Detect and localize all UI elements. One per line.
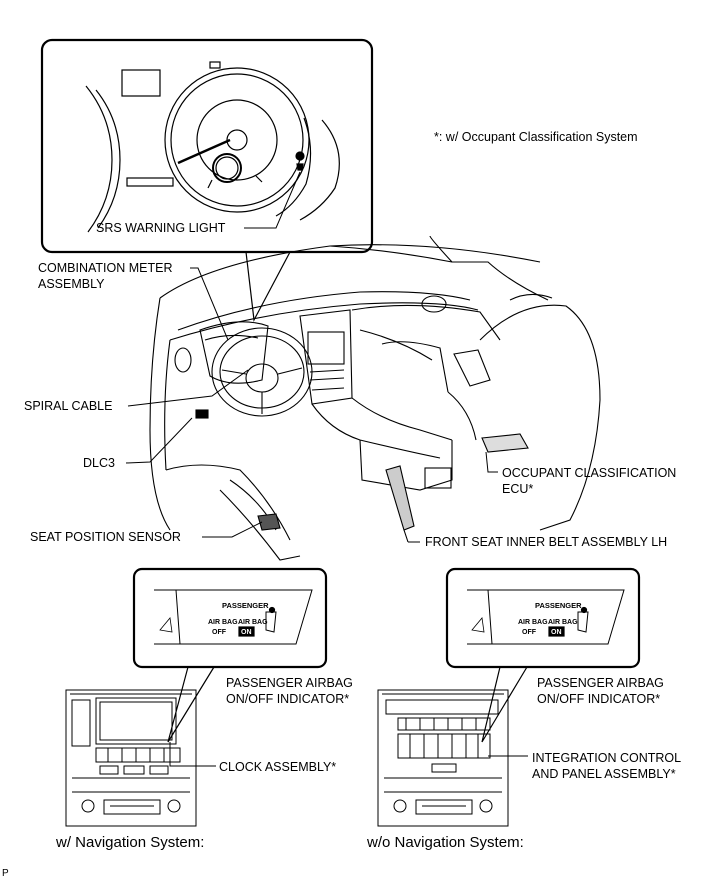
indicator-left-passenger: PASSENGER — [222, 601, 269, 610]
occupant-ecu-label-line1: OCCUPANT CLASSIFICATION — [502, 466, 677, 480]
with-navigation-caption: w/ Navigation System: — [56, 834, 205, 851]
integration-panel-label-line2: AND PANEL ASSEMBLY* — [532, 767, 676, 781]
passenger-airbag-right-label-line2: ON/OFF INDICATOR* — [537, 692, 661, 706]
spiral-cable-label: SPIRAL CABLE — [24, 399, 113, 413]
leader-lines — [125, 267, 498, 543]
seat-position-sensor-label: SEAT POSITION SENSOR — [30, 530, 181, 544]
indicator-right-off: OFF — [522, 629, 536, 636]
center-panel-without-navigation — [377, 689, 509, 827]
indicator-right-pointer — [481, 666, 528, 743]
srs-warning-light-label: SRS WARNING LIGHT — [96, 221, 226, 235]
indicator-right-passenger: PASSENGER — [535, 601, 582, 610]
indicator-left-on: ON — [241, 629, 252, 636]
indicator-left-pointer — [167, 666, 215, 743]
integration-panel-label-line1: INTEGRATION CONTROL — [532, 751, 682, 765]
indicator-left-airbag-on-title: AIR BAG — [238, 619, 268, 626]
indicator-left-off: OFF — [212, 629, 226, 636]
combination-meter-label-line1: COMBINATION METER — [38, 261, 173, 275]
front-seat-belt-label: FRONT SEAT INNER BELT ASSEMBLY LH — [425, 535, 668, 549]
passenger-airbag-left-label-line2: ON/OFF INDICATOR* — [226, 692, 350, 706]
indicator-left-airbag-off-title: AIR BAG — [208, 619, 238, 626]
center-panel-with-navigation — [65, 689, 197, 827]
clock-assembly-label: CLOCK ASSEMBLY* — [219, 760, 337, 774]
corner-mark: P — [2, 868, 9, 879]
occupant-system-note: *: w/ Occupant Classification System — [434, 130, 638, 144]
combination-meter-callout — [40, 38, 374, 254]
dlc3-label: DLC3 — [83, 456, 115, 470]
indicator-right-on: ON — [551, 629, 562, 636]
occupant-ecu-label-line2: ECU* — [502, 482, 534, 496]
combination-meter-label-line2: ASSEMBLY — [38, 277, 105, 291]
indicator-right-airbag-on-title: AIR BAG — [548, 619, 578, 626]
indicator-callout-left — [132, 567, 328, 669]
passenger-airbag-left-label-line1: PASSENGER AIRBAG — [226, 676, 353, 690]
passenger-airbag-right-label-line1: PASSENGER AIRBAG — [537, 676, 664, 690]
clock-leader — [169, 742, 216, 767]
indicator-right-airbag-off-title: AIR BAG — [518, 619, 548, 626]
meter-callout-pointer — [245, 251, 291, 322]
without-navigation-caption: w/o Navigation System: — [367, 834, 524, 851]
vehicle-interior-illustration — [149, 235, 601, 561]
indicator-callout-right — [445, 567, 641, 669]
